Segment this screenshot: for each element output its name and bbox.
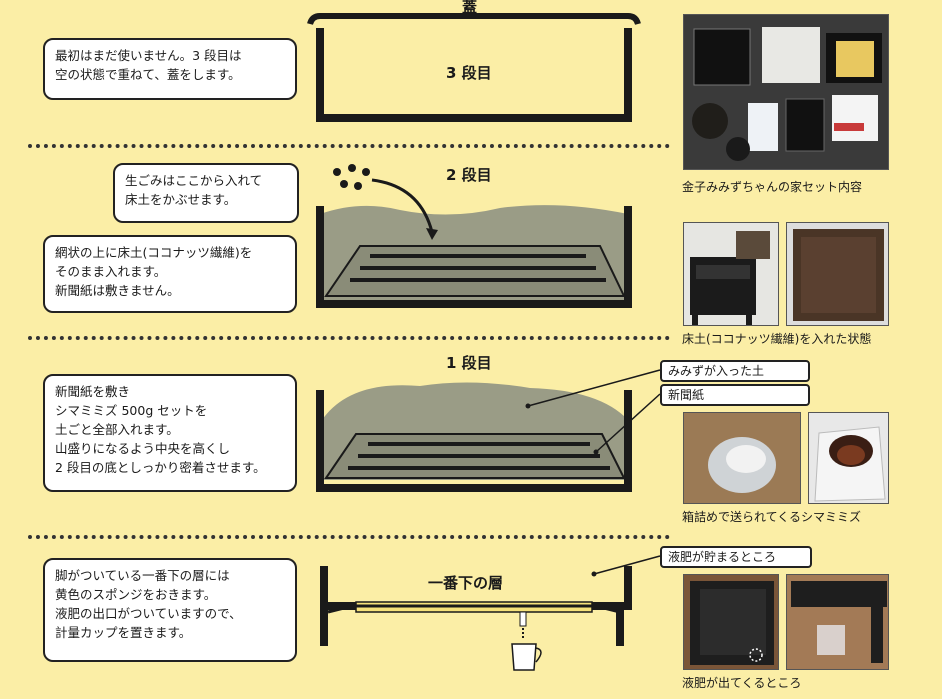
tier1-tray <box>316 390 632 492</box>
soil-filled-photo <box>786 222 889 326</box>
worm-soil-tag: みみずが入った土 <box>660 360 810 382</box>
tier2-mesh <box>324 245 626 297</box>
boxed-worms-photo <box>683 412 801 504</box>
tier1-label: 1 段目 <box>446 354 492 372</box>
tier1-mesh-holes <box>348 442 610 470</box>
tier3-note: 最初はまだ使いません。3 段目は 空の状態で重ねて、蓋をします。 <box>43 38 297 100</box>
tier2-soil-note: 網状の上に床土(ココナッツ繊維)を そのまま入れます。 新聞紙は敷きません。 <box>43 235 297 313</box>
boxed-caption: 箱詰めで送られてくるシマミミズ <box>682 510 862 524</box>
liquid-pool-tag: 液肥が貯まるところ <box>660 546 812 568</box>
separator-2 <box>28 336 670 340</box>
measuring-cup-icon <box>511 643 542 671</box>
soil-state-caption: 床土(ココナッツ繊維)を入れた状態 <box>682 332 872 346</box>
tier3-label: 3 段目 <box>446 64 492 82</box>
tier2-tray <box>316 206 632 308</box>
bin-stack-photo <box>683 222 779 326</box>
tier3-tray <box>316 28 632 122</box>
worm-bag-photo <box>808 412 889 504</box>
bottom-label: 一番下の層 <box>428 574 504 592</box>
tier2-mesh-holes <box>350 254 606 282</box>
newspaper-pointer <box>595 393 661 453</box>
liquid-outlet-photo <box>786 574 889 670</box>
newspaper-tag: 新聞紙 <box>660 384 810 406</box>
kit-caption: 金子みみずちゃんの家セット内容 <box>682 180 863 194</box>
tier2-garbage-note: 生ごみはここから入れて 床土をかぶせます。 <box>113 163 299 223</box>
garbage-arrow-head <box>426 228 438 240</box>
separator-3 <box>28 535 670 539</box>
tier1-note: 新聞紙を敷き シマミミズ 500g セットを 土ごと全部入れます。 山盛りになる… <box>43 374 297 492</box>
bottom-tray-photo <box>683 574 779 670</box>
liquid-pool-pointer <box>593 555 661 575</box>
lid-outline <box>307 13 641 25</box>
garbage-dots <box>333 164 370 190</box>
worm-soil-pointer <box>527 369 661 407</box>
kit-contents-photo <box>683 14 889 170</box>
tier2-label: 2 段目 <box>446 166 492 184</box>
lid-label: 蓋 <box>462 0 478 16</box>
bottom-note: 脚がついている一番下の層には 黄色のスポンジをおきます。 液肥の出口がついていま… <box>43 558 297 662</box>
garbage-arrow <box>371 178 434 233</box>
separator-1 <box>28 144 670 148</box>
liquid-out-caption: 液肥が出てくるところ <box>682 676 802 690</box>
